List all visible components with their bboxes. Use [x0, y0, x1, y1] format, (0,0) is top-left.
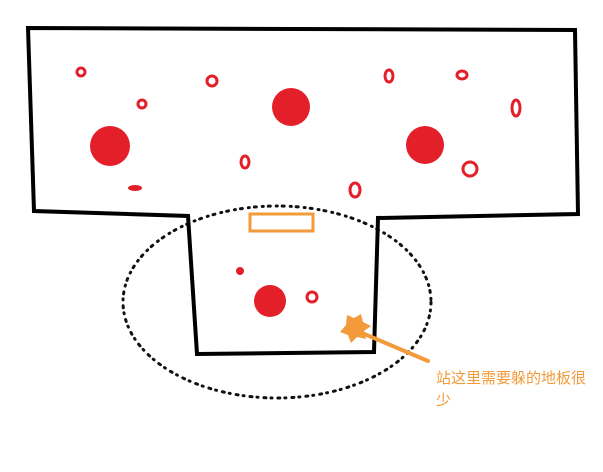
hazard-circle-large — [272, 88, 310, 126]
hazard-ring — [348, 181, 362, 199]
hazard-ring — [205, 74, 219, 88]
danger-range-ellipse — [121, 204, 433, 400]
arena-outline — [25, 25, 581, 357]
hazard-ring — [383, 68, 395, 84]
annotation-note: 站这里需要躲的地板很少 — [436, 369, 587, 409]
arrow-line — [353, 328, 430, 363]
orange-rect-marker — [248, 212, 315, 233]
hazard-ring — [239, 154, 251, 170]
standing-spot-marker — [340, 314, 371, 343]
hazard-ring — [75, 66, 87, 78]
hazard-ring — [461, 160, 479, 178]
hazard-dash — [128, 185, 142, 191]
hazard-dot — [236, 267, 244, 275]
hazard-circle-large — [406, 126, 444, 164]
hazard-group-rings — [75, 66, 522, 304]
hazard-circle-large — [90, 126, 130, 166]
hazard-ring — [510, 98, 522, 118]
hazard-group-filled — [90, 88, 444, 317]
hazard-ring — [305, 290, 319, 304]
hazard-ring — [455, 69, 469, 81]
hazard-circle-large — [254, 285, 286, 317]
hazard-ring — [136, 98, 148, 110]
